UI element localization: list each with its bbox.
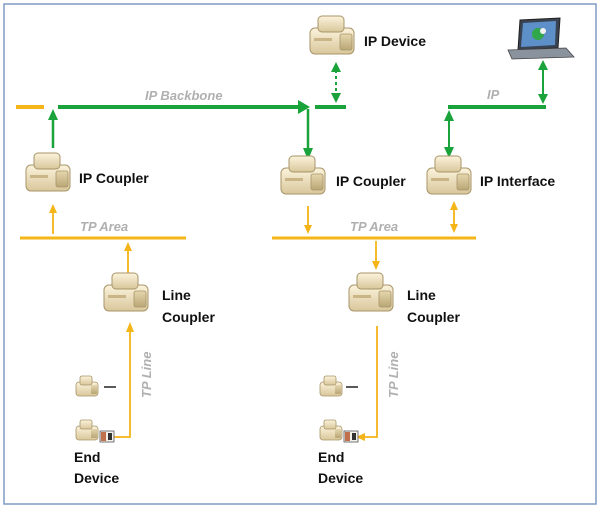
tp-area-right-label: TP Area: [350, 219, 398, 234]
tp-area-left-label: TP Area: [80, 219, 128, 234]
ip-interface-icon: [426, 155, 472, 195]
end-device-left-bottom-icon: [75, 419, 99, 441]
ip-backbone-label: IP Backbone: [145, 88, 223, 103]
ip-coupler-left-label: IP Coupler: [79, 170, 149, 186]
end-device-left-top-icon: [75, 375, 99, 397]
ip-backbone-line: [16, 100, 346, 114]
ip-interface-tp-arrow: [450, 201, 458, 233]
tp-line-left-label: TP Line: [139, 352, 154, 398]
tp-area-left-uplink-arrow: [49, 204, 57, 234]
bus-terminal-right-icon: [343, 430, 359, 443]
laptop-icon: [507, 17, 575, 60]
bus-terminal-left-icon: [99, 430, 115, 443]
line-coupler-left-icon: [103, 272, 149, 312]
end-device-left-label-line1: End: [74, 449, 100, 465]
tp-line-right: [356, 326, 378, 441]
line-coupler-right-icon: [348, 272, 394, 312]
end-device-right-label-line2: Device: [318, 470, 363, 486]
end-device-right-top-icon: [319, 375, 343, 397]
end-device-left-label-line2: Device: [74, 470, 119, 486]
ip-device-icon: [309, 15, 355, 55]
ip-coupler-mid-label: IP Coupler: [336, 173, 406, 189]
ip-coupler-mid-downlink-arrow: [303, 109, 313, 160]
ip-interface-link-arrow: [444, 110, 454, 158]
line-coupler-left-label-line1: Line: [162, 287, 191, 303]
ip-coupler-mid-to-tp-area-arrow: [304, 206, 312, 234]
laptop-link-arrow: [538, 60, 548, 104]
ip-coupler-left-icon: [25, 152, 71, 192]
diagram-frame: [3, 3, 597, 505]
line-coupler-left-label-line2: Coupler: [162, 309, 215, 325]
ip-device-link-arrow: [331, 62, 341, 103]
end-device-right-bottom-icon: [319, 419, 343, 441]
tp-line-left: [113, 322, 134, 438]
ip-interface-label: IP Interface: [480, 173, 555, 189]
ip-device-label: IP Device: [364, 33, 426, 49]
tp-line-right-label: TP Line: [386, 352, 401, 398]
line-coupler-right-label-line2: Coupler: [407, 309, 460, 325]
ip-coupler-mid-icon: [280, 155, 326, 195]
ip-label: IP: [487, 87, 500, 102]
line-coupler-right-downlink-arrow: [372, 241, 380, 270]
ip-coupler-left-uplink-arrow: [48, 109, 58, 148]
end-device-right-label-line1: End: [318, 449, 344, 465]
line-coupler-right-label-line1: Line: [407, 287, 436, 303]
line-coupler-left-uplink-arrow: [124, 242, 132, 274]
